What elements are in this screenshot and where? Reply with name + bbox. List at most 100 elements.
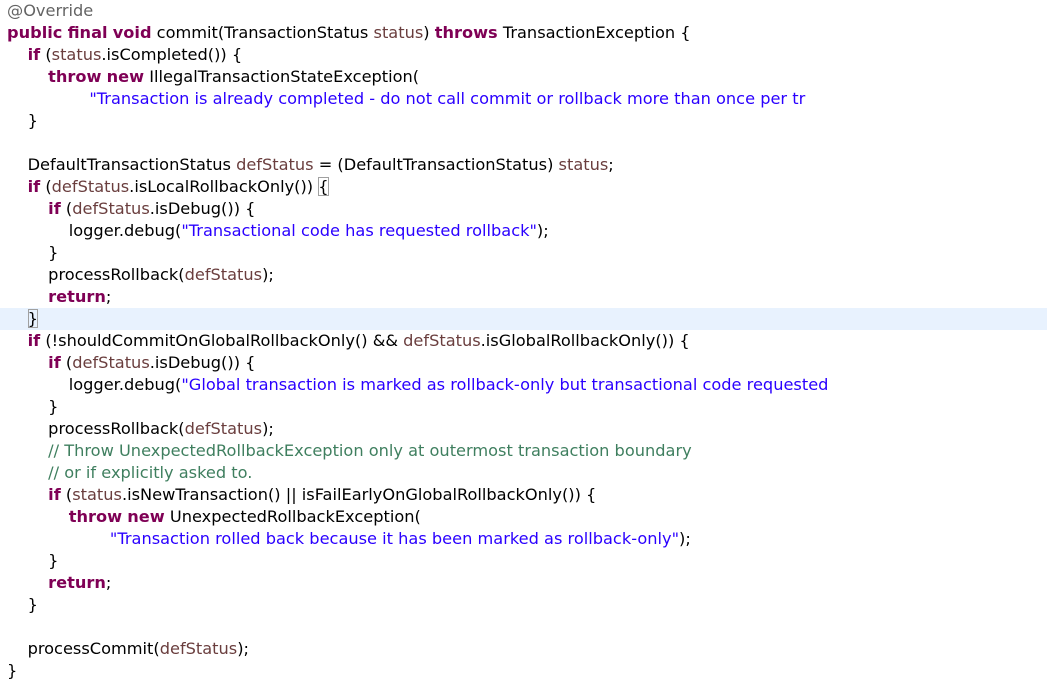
code-token-keyword: new: [127, 507, 165, 526]
code-line[interactable]: // Throw UnexpectedRollbackException onl…: [0, 440, 1047, 462]
code-token-plain: }: [7, 661, 18, 680]
code-token-plain: ;: [105, 573, 112, 592]
code-token-plain: IllegalTransactionStateException(: [144, 67, 420, 86]
code-line[interactable]: }: [0, 550, 1047, 572]
code-line[interactable]: // or if explicitly asked to.: [0, 462, 1047, 484]
code-line[interactable]: if (defStatus.isDebug()) {: [0, 352, 1047, 374]
code-token-keyword: throws: [434, 23, 498, 42]
code-token-plain: (: [60, 485, 73, 504]
code-token-plain: .isLocalRollbackOnly()): [129, 177, 319, 196]
code-line[interactable]: }: [0, 660, 1047, 682]
code-token-annotation: @Override: [7, 1, 94, 20]
code-line[interactable]: [0, 132, 1047, 154]
code-token-plain: processCommit(: [7, 639, 160, 658]
code-token-comment: // or if explicitly asked to.: [48, 463, 253, 482]
code-line[interactable]: logger.debug("Transactional code has req…: [0, 220, 1047, 242]
code-token-plain: .isNewTransaction() || isFailEarlyOnGlob…: [121, 485, 597, 504]
code-line[interactable]: if (defStatus.isDebug()) {: [0, 198, 1047, 220]
code-line[interactable]: @Override: [0, 0, 1047, 22]
code-line[interactable]: logger.debug("Global transaction is mark…: [0, 374, 1047, 396]
code-token-plain: [7, 67, 48, 86]
code-token-plain: (!shouldCommitOnGlobalRollbackOnly() &&: [40, 331, 404, 350]
code-token-bracket: {: [318, 177, 329, 196]
code-token-field: defStatus: [184, 419, 263, 438]
code-token-plain: .isDebug()) {: [149, 199, 256, 218]
code-token-keyword: public: [7, 23, 63, 42]
code-token-plain: logger.debug(: [7, 375, 182, 394]
code-token-keyword: void: [112, 23, 152, 42]
code-token-plain: );: [262, 419, 274, 438]
code-line[interactable]: DefaultTransactionStatus defStatus = (De…: [0, 154, 1047, 176]
code-token-plain: }: [7, 551, 59, 570]
code-line[interactable]: return;: [0, 286, 1047, 308]
code-token-plain: }: [7, 397, 59, 416]
code-token-field: status: [51, 45, 102, 64]
code-line[interactable]: throw new IllegalTransactionStateExcepti…: [0, 66, 1047, 88]
code-token-keyword: if: [48, 199, 61, 218]
code-token-field: defStatus: [51, 177, 130, 196]
code-line[interactable]: if (!shouldCommitOnGlobalRollbackOnly() …: [0, 330, 1047, 352]
code-token-keyword: return: [48, 287, 106, 306]
code-line[interactable]: return;: [0, 572, 1047, 594]
code-token-keyword: if: [27, 331, 41, 350]
code-token-string: "Global transaction is marked as rollbac…: [181, 375, 829, 394]
code-line[interactable]: }: [0, 396, 1047, 418]
code-token-plain: }: [7, 111, 38, 130]
code-token-plain: [7, 507, 69, 526]
code-line[interactable]: public final void commit(TransactionStat…: [0, 22, 1047, 44]
code-token-keyword: if: [27, 177, 41, 196]
code-token-keyword: throw: [68, 507, 123, 526]
code-token-plain: .isGlobalRollbackOnly()) {: [480, 331, 690, 350]
code-line[interactable]: }: [0, 242, 1047, 264]
code-token-plain: }: [7, 595, 38, 614]
code-line[interactable]: processRollback(defStatus);: [0, 418, 1047, 440]
code-token-plain: ;: [608, 155, 614, 174]
code-token-plain: commit(TransactionStatus: [151, 23, 374, 42]
code-token-field: defStatus: [403, 331, 481, 350]
code-line[interactable]: if (status.isNewTransaction() || isFailE…: [0, 484, 1047, 506]
code-token-plain: DefaultTransactionStatus: [7, 155, 237, 174]
code-line[interactable]: throw new UnexpectedRollbackException(: [0, 506, 1047, 528]
code-token-plain: (: [60, 353, 73, 372]
code-token-keyword: new: [106, 67, 145, 86]
code-token-plain: (: [60, 199, 73, 218]
code-token-plain: (: [40, 177, 52, 196]
code-token-plain: }: [7, 243, 59, 262]
code-token-field: defStatus: [236, 155, 314, 174]
code-token-plain: );: [262, 265, 274, 284]
code-token-comment: // Throw UnexpectedRollbackException onl…: [48, 441, 692, 460]
code-line[interactable]: }: [0, 594, 1047, 616]
code-token-string: "Transaction rolled back because it has …: [109, 529, 680, 548]
code-token-plain: [7, 177, 28, 196]
code-token-plain: processRollback(: [7, 419, 185, 438]
code-line[interactable]: if (status.isCompleted()) {: [0, 44, 1047, 66]
code-token-string: "Transactional code has requested rollba…: [181, 221, 537, 240]
code-token-keyword: if: [48, 353, 61, 372]
code-token-field: defStatus: [184, 265, 263, 284]
code-token-field: defStatus: [159, 639, 238, 658]
code-token-plain: );: [237, 639, 249, 658]
code-line[interactable]: processCommit(defStatus);: [0, 638, 1047, 660]
code-token-plain: [7, 573, 48, 592]
code-token-plain: );: [536, 221, 549, 240]
code-line[interactable]: "Transaction rolled back because it has …: [0, 528, 1047, 550]
code-token-field: status: [373, 23, 424, 42]
code-token-plain: [7, 463, 48, 482]
code-token-plain: );: [679, 529, 691, 548]
code-token-plain: processRollback(: [7, 265, 185, 284]
code-line[interactable]: }: [0, 308, 1047, 330]
code-token-plain: UnexpectedRollbackException(: [164, 507, 421, 526]
code-token-string: "Transaction is already completed - do n…: [89, 89, 806, 108]
code-line[interactable]: }: [0, 110, 1047, 132]
code-token-plain: logger.debug(: [7, 221, 182, 240]
code-token-plain: = (DefaultTransactionStatus): [313, 155, 559, 174]
code-token-plain: TransactionException {: [497, 23, 691, 42]
code-line[interactable]: if (defStatus.isLocalRollbackOnly()) {: [0, 176, 1047, 198]
code-token-keyword: final: [67, 23, 108, 42]
code-line[interactable]: [0, 616, 1047, 638]
code-line[interactable]: "Transaction is already completed - do n…: [0, 88, 1047, 110]
code-token-plain: .isDebug()) {: [149, 353, 256, 372]
code-line[interactable]: processRollback(defStatus);: [0, 264, 1047, 286]
code-token-plain: [7, 353, 48, 372]
